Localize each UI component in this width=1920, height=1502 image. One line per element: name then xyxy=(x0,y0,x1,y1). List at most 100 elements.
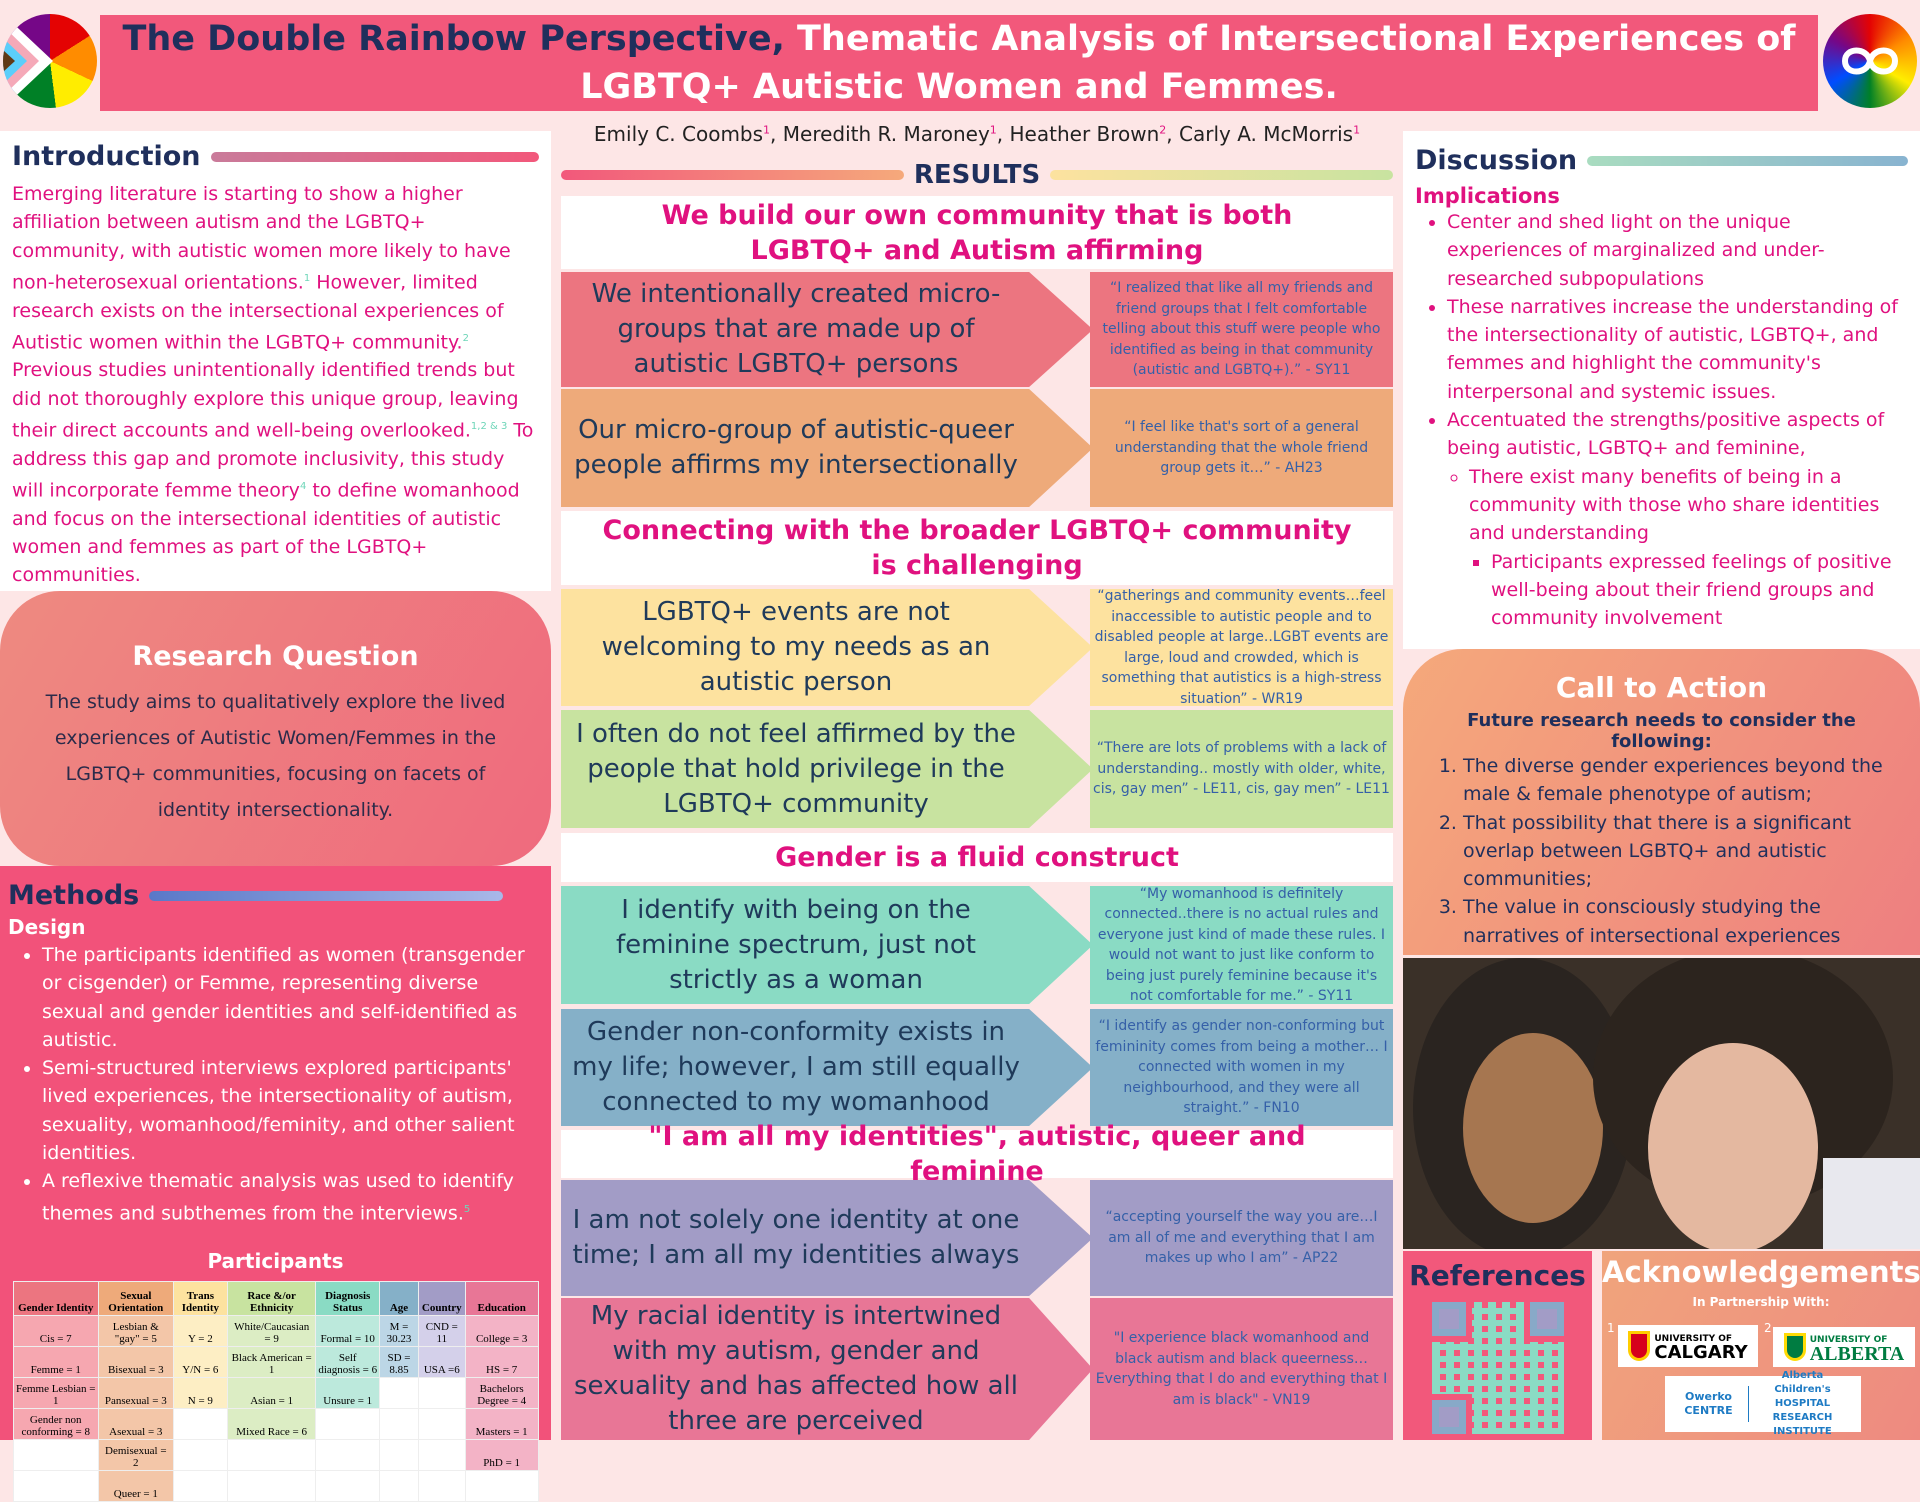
methods-bullet: The participants identified as women (tr… xyxy=(42,941,543,1054)
affiliation-number: 2 xyxy=(1764,1321,1772,1335)
table-cell xyxy=(379,1408,419,1441)
research-question-section: Research Question The study aims to qual… xyxy=(0,591,551,866)
table-header: Diagnosis Status xyxy=(315,1281,381,1317)
logo-line: Alberta Children's HOSPITAL RESEARCH INS… xyxy=(1772,1370,1833,1437)
implications-label: Implications xyxy=(1415,184,1560,208)
table-cell: Mixed Race = 6 xyxy=(227,1408,317,1441)
references-section: References xyxy=(1403,1251,1592,1440)
table-header: Race &/or Ethnicity xyxy=(227,1281,317,1317)
theme-heading: Gender is a fluid construct xyxy=(561,833,1393,882)
participant-quote: “accepting yourself the way you are…I am… xyxy=(1090,1180,1393,1296)
acknowledgements-section: Acknowledgements In Partnership With: 1 … xyxy=(1602,1251,1920,1440)
participant-quote: “My womanhood is definitely connected..t… xyxy=(1090,886,1393,1004)
table-cell xyxy=(315,1408,381,1441)
table-cell: Gender non conforming = 8 xyxy=(12,1408,99,1441)
table-cell: White/Caucasian = 9 xyxy=(227,1315,317,1348)
results-heading: RESULTS xyxy=(913,160,1041,190)
logo-line: ALBERTA xyxy=(1809,1342,1905,1365)
references-heading: References xyxy=(1409,1259,1586,1292)
citation-sup: 1,2 & 3 xyxy=(470,421,508,433)
discussion-bullet: Center and shed light on the unique expe… xyxy=(1447,208,1908,293)
citation-sup: 1 xyxy=(303,272,311,284)
table-cell: Masters = 1 xyxy=(464,1408,539,1441)
introduction-section: Introduction Emerging literature is star… xyxy=(0,131,551,591)
intro-segment: to define womanhood and focus on the int… xyxy=(12,479,520,587)
subtheme-arrow: Our micro-group of autistic-queer people… xyxy=(561,389,1093,507)
table-cell xyxy=(379,1470,419,1502)
references-qr-code[interactable] xyxy=(1425,1296,1570,1440)
participant-quote: “I realized that like all my friends and… xyxy=(1090,272,1393,387)
participant-quote: “I feel like that's sort of a general un… xyxy=(1090,389,1393,507)
heading-divider xyxy=(1050,170,1393,180)
table-cell xyxy=(315,1470,381,1502)
methods-list: The participants identified as women (tr… xyxy=(8,941,543,1227)
table-cell: Unsure = 1 xyxy=(315,1377,381,1410)
table-header: Trans Identity xyxy=(172,1281,229,1317)
table-cell xyxy=(379,1377,419,1410)
intro-segment: However, limited research exists on the … xyxy=(12,271,504,354)
poster-title: The Double Rainbow Perspective, Thematic… xyxy=(100,15,1818,111)
photo-two-women xyxy=(1403,958,1920,1249)
table-cell xyxy=(464,1470,539,1502)
author: Meredith R. Maroney xyxy=(782,122,990,146)
call-to-action-item: The diverse gender experiences beyond th… xyxy=(1463,752,1890,809)
table-header: Country xyxy=(417,1281,466,1317)
methods-section: Methods Design The participants identifi… xyxy=(0,866,551,1502)
discussion-section: Discussion Implications Center and shed … xyxy=(1403,131,1920,649)
call-to-action-item: The value in consciously studying the na… xyxy=(1463,893,1890,950)
table-cell: Asexual = 3 xyxy=(97,1408,174,1441)
design-label: Design xyxy=(8,915,86,939)
table-cell: Formal = 10 xyxy=(315,1315,381,1348)
citation-sup: 4 xyxy=(299,480,307,492)
table-cell: Bachelors Degree = 4 xyxy=(464,1377,539,1410)
table-cell xyxy=(379,1439,419,1472)
partner-label: In Partnership With: xyxy=(1692,1295,1830,1309)
subtheme-arrow: I identify with being on the feminine sp… xyxy=(561,886,1093,1004)
table-cell: Femme = 1 xyxy=(12,1346,99,1379)
table-header: Gender Identity xyxy=(12,1281,99,1317)
research-question-heading: Research Question xyxy=(132,641,419,672)
logo-line: UNIVERSITY OF xyxy=(1809,1334,1888,1345)
logo-line: Owerko CENTRE xyxy=(1684,1390,1733,1417)
heading-divider xyxy=(210,151,539,162)
owerko-childrens-hospital-logo: Owerko CENTRE Alberta Children's HOSPITA… xyxy=(1665,1370,1861,1437)
research-question-text: The study aims to qualitatively explore … xyxy=(45,691,506,821)
table-cell xyxy=(417,1470,466,1502)
table-cell xyxy=(417,1439,466,1472)
table-cell: M = 30.23 xyxy=(379,1315,419,1348)
discussion-bullet: These narratives increase the understand… xyxy=(1447,293,1908,406)
author: Heather Brown xyxy=(1009,122,1160,146)
call-to-action-section: Call to Action Future research needs to … xyxy=(1403,649,1920,955)
theme-heading: We build our own community that is both … xyxy=(561,196,1393,269)
logo-line: UNIVERSITY OF xyxy=(1654,1334,1733,1344)
table-cell xyxy=(172,1470,229,1502)
subtheme-arrow: LGBTQ+ events are not welcoming to my ne… xyxy=(561,589,1093,706)
methods-bullet: A reflexive thematic analysis was used t… xyxy=(42,1167,543,1227)
intro-segment: Emerging literature is starting to show … xyxy=(12,183,511,294)
discussion-bullet: Accentuated the strengths/positive aspec… xyxy=(1447,406,1908,632)
call-to-action-intro: Future research needs to consider the fo… xyxy=(1467,710,1856,752)
citation-sup: 2 xyxy=(462,332,469,344)
theme-heading: Connecting with the broader LGBTQ+ commu… xyxy=(561,511,1393,585)
acknowledgements-heading: Acknowledgements xyxy=(1602,1255,1920,1289)
table-cell xyxy=(172,1408,229,1441)
participant-quote: “There are lots of problems with a lack … xyxy=(1090,710,1393,828)
affiliation-sup: 1 xyxy=(989,123,997,137)
discussion-sub-bullet: There exist many benefits of being in a … xyxy=(1469,463,1908,633)
subtheme-arrow: I am not solely one identity at one time… xyxy=(561,1180,1093,1296)
table-cell: CND = 11 xyxy=(417,1315,466,1348)
introduction-text: Emerging literature is starting to show … xyxy=(12,180,539,589)
table-cell xyxy=(417,1408,466,1441)
discussion-bullet-text: Accentuated the strengths/positive aspec… xyxy=(1447,409,1885,460)
table-cell: USA =6 xyxy=(417,1346,466,1379)
subtheme-arrow: I often do not feel affirmed by the peop… xyxy=(561,710,1093,828)
participant-quote: "I experience black womanhood and black … xyxy=(1090,1298,1393,1440)
table-cell: Demisexual = 2 xyxy=(97,1439,174,1472)
call-to-action-item: That possibility that there is a signifi… xyxy=(1463,809,1890,894)
results-header: RESULTS xyxy=(561,159,1393,191)
